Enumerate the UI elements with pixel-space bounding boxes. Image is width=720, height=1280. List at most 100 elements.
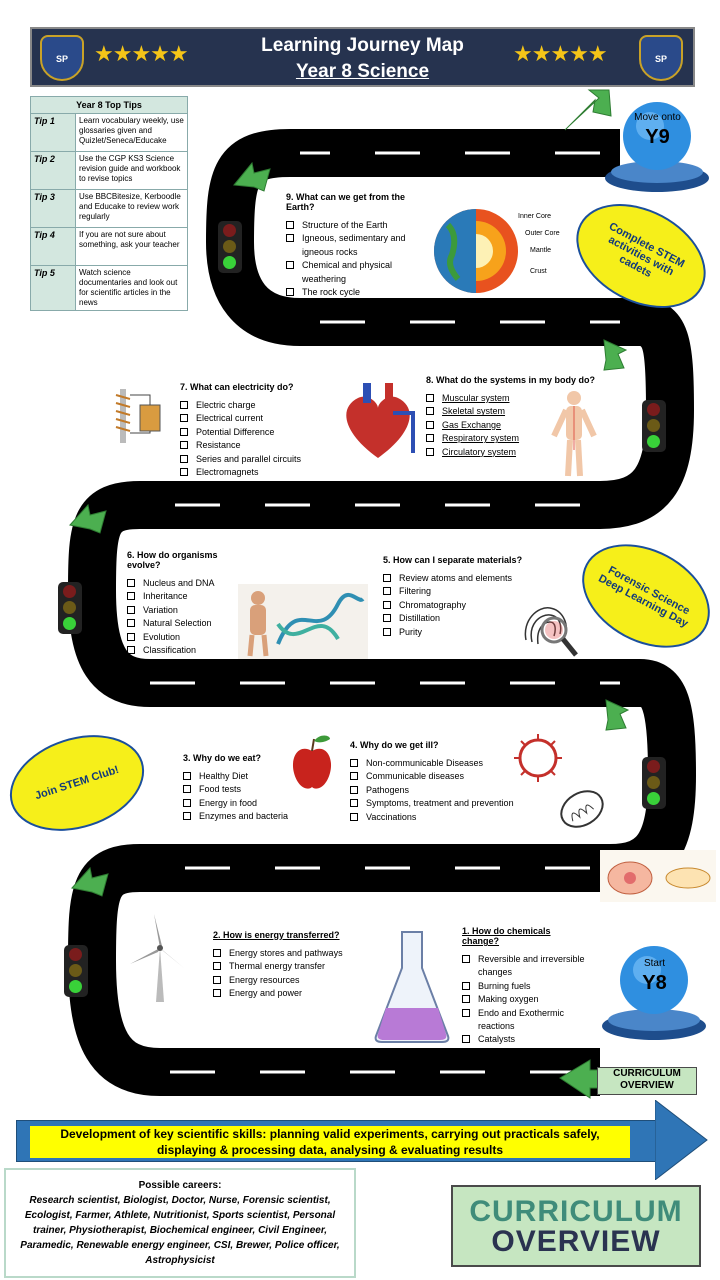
topic-item: Skeletal system [426, 405, 616, 418]
topic-item: Energy and power [213, 987, 373, 1000]
section-7: 7. What can electricity do? Electric cha… [180, 382, 325, 479]
topic-item: Electric charge [180, 399, 325, 412]
y9-caption: Move onto [634, 112, 681, 123]
stars-left: ★★★★★ [94, 41, 189, 66]
section-4: 4. Why do we get ill? Non-communicable D… [350, 740, 550, 824]
pedestal-icon [605, 102, 709, 192]
traffic-light-icon [58, 582, 82, 634]
topic-item: Energy stores and pathways [213, 947, 373, 960]
topic-item: Resistance [180, 439, 325, 452]
human-body-icon [551, 391, 597, 477]
topic-item: Communicable diseases [350, 770, 550, 783]
topic-item: Healthy Diet [183, 770, 313, 783]
topic-item: Circulatory system [426, 446, 616, 459]
topic-item: Review atoms and elements [383, 572, 543, 585]
topic-item: Nucleus and DNA [127, 577, 242, 590]
header-banner: SP ★★★★★ Learning Journey Map Year 8 Sci… [30, 27, 695, 87]
topic-item: Muscular system [426, 392, 616, 405]
curriculum-line: OVERVIEW [620, 1080, 674, 1091]
tip-label: Tip 2 [30, 151, 76, 190]
topic-item: Evolution [127, 631, 242, 644]
topic-item: Chromatography [383, 599, 543, 612]
topic-item: Burning fuels [462, 980, 587, 993]
cells-diagram-icon [600, 850, 716, 902]
earth-layers-icon [434, 209, 518, 293]
school-crest-left: SP [40, 35, 84, 81]
y8-milestone: Start Y8 [597, 940, 712, 1040]
topic-item: Natural Selection [127, 617, 242, 630]
conical-flask-icon [374, 931, 450, 1043]
y8-label: Y8 [642, 972, 667, 994]
topic-item: Inheritance [127, 590, 242, 603]
y9-label: Y9 [645, 126, 670, 148]
pedestal-icon [602, 946, 706, 1040]
topic-item: Thermal energy transfer [213, 960, 373, 973]
topic-item: Non-communicable Diseases [350, 757, 550, 770]
topic-item: Purity [383, 626, 543, 639]
tip-text: If you are not sure about something, ask… [75, 227, 188, 266]
stars-right: ★★★★★ [513, 41, 608, 66]
section-title: 3. Why do we eat? [183, 753, 262, 763]
topic-item: Variation [127, 604, 242, 617]
careers-box: Possible careers: Research scientist, Bi… [4, 1168, 356, 1278]
section-title: 7. What can electricity do? [180, 382, 294, 392]
topic-item: Enzymes and bacteria [183, 810, 313, 823]
section-9: 9. What can we get from the Earth? Struc… [286, 192, 426, 299]
topic-item: Making oxygen [462, 993, 587, 1006]
topic-item: Electrical current [180, 412, 325, 425]
topic-item: Classification [127, 644, 242, 657]
topic-item: Filtering [383, 585, 543, 598]
curriculum-overview-button[interactable]: CURRICULUM OVERVIEW [451, 1185, 701, 1267]
earth-label: Outer Core [525, 230, 560, 237]
topic-item: Reversible and irreversible changes [462, 953, 587, 980]
tip-text: Learn vocabulary weekly, use glossaries … [75, 113, 188, 152]
section-5: 5. How can I separate materials? Review … [383, 555, 543, 639]
earth-label: Inner Core [518, 213, 552, 220]
traffic-light-icon [218, 221, 242, 273]
section-title: 6. How do organisms evolve? [127, 550, 218, 570]
electromagnet-icon [115, 389, 161, 443]
topic-item: Gas Exchange [426, 419, 616, 432]
topic-item: Vaccinations [350, 811, 550, 824]
apple-icon [292, 735, 332, 789]
tips-heading: Year 8 Top Tips [30, 96, 188, 114]
curriculum-overview-link-small[interactable]: CURRICULUM OVERVIEW [597, 1067, 697, 1095]
traffic-light-icon [642, 400, 666, 452]
heart-circulation-icon [346, 383, 415, 458]
section-title: 1. How do chemicals change? [462, 926, 551, 946]
section-3: 3. Why do we eat? Healthy Diet Food test… [183, 753, 313, 824]
dna-icon [238, 584, 368, 659]
section-6: 6. How do organisms evolve? Nucleus and … [127, 550, 242, 657]
traffic-light-icon [642, 757, 666, 809]
tip-text: Use BBCBitesize, Kerboodle and Educake t… [75, 189, 188, 228]
fingerprint-magnifier-icon [524, 607, 578, 657]
careers-heading: Possible careers: [138, 1180, 222, 1191]
traffic-light-icon [64, 945, 88, 997]
topic-item: Pathogens [350, 784, 550, 797]
section-2: 2. How is energy transferred? Energy sto… [213, 930, 373, 1001]
section-1: 1. How do chemicals change? Reversible a… [462, 926, 587, 1047]
tip-label: Tip 3 [30, 189, 76, 228]
topic-item: Distillation [383, 612, 543, 625]
topic-item: Structure of the Earth [286, 219, 426, 232]
tip-text: Watch science documentaries and look out… [75, 265, 188, 311]
page-subtitle: Year 8 Science [295, 61, 430, 82]
topic-item: Energy in food [183, 797, 313, 810]
topic-item: Electromagnets [180, 466, 325, 479]
section-title: 8. What do the systems in my body do? [426, 375, 596, 385]
mitochondria-icon [560, 790, 604, 828]
curriculum-line: OVERVIEW [491, 1225, 661, 1258]
section-title: 2. How is energy transferred? [213, 930, 340, 940]
topic-item: Energy resources [213, 974, 373, 987]
curriculum-line: CURRICULUM [469, 1195, 683, 1228]
topic-item: Igneous, sedimentary and igneous rocks [286, 232, 426, 259]
topic-item: Series and parallel circuits [180, 453, 325, 466]
page-title: Learning Journey Map [261, 35, 464, 56]
topic-item: Potential Difference [180, 426, 325, 439]
y9-milestone: Move onto Y9 [600, 96, 715, 196]
arrow-head-icon [655, 1100, 708, 1180]
topic-item: The rock cycle [286, 286, 426, 299]
topic-item: Food tests [183, 783, 313, 796]
